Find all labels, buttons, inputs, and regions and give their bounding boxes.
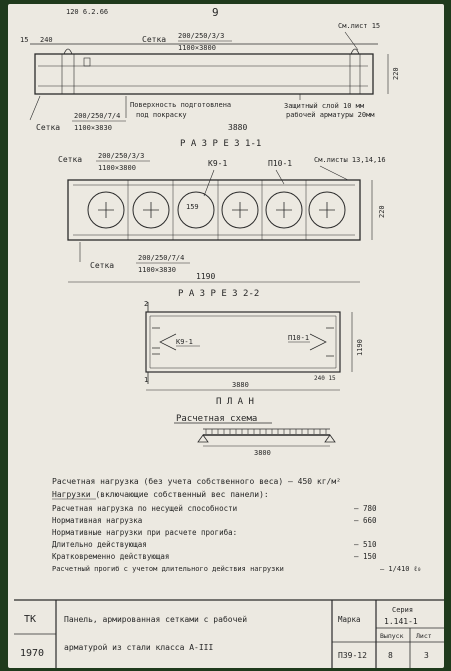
drawing-sheet (8, 4, 444, 668)
diameter-159: 159 (186, 203, 199, 211)
plan-k9-label: К9-1 (176, 338, 193, 346)
load-value-5: — 150 (354, 552, 377, 561)
cover-label-2: рабочей арматуры 20мм (286, 111, 375, 119)
mark-value: П39-12 (338, 651, 367, 660)
k9-label: К9-1 (208, 159, 227, 168)
plan-dim-small: 240 15 (314, 375, 336, 382)
mark-label: Марка (338, 615, 361, 624)
load-line-2: Нормативная нагрузка (52, 516, 142, 525)
load-value-6: — 1/410 ℓ₀ (380, 565, 421, 573)
plan-view: 2 К9-1 П10-1 1190 1 3880 240 15 П Л А Н (144, 300, 364, 407)
issue-value: 8 (388, 651, 393, 660)
description-1: Панель, армированная сетками с рабочей (64, 614, 247, 624)
mesh-top-spec-2: 200/250/3/3 (98, 152, 144, 160)
mesh-bottom-label: Сетка (36, 123, 60, 132)
year: 1970 (20, 648, 44, 659)
title-block: ТК 1970 Панель, армированная сетками с р… (14, 599, 444, 668)
loads-block: Расчетная нагрузка (без учета собственно… (52, 476, 421, 573)
mesh-top-label-2: Сетка (58, 155, 82, 164)
section-1-1: 15 240 Сетка 200/250/3/3 1100×3800 См.ли… (20, 22, 400, 149)
mesh-bottom-size: 1100×3830 (74, 124, 112, 132)
mesh-top-spec: 200/250/3/3 (178, 32, 224, 40)
mesh-bottom-spec: 200/250/7/4 (74, 112, 120, 120)
load-line-4: Длительно действующая (52, 540, 147, 549)
sheet-value: 3 (424, 651, 429, 660)
handwritten-note: 120 6.2.66 (66, 8, 108, 16)
plan-mark-2-top: 2 (144, 300, 148, 308)
scheme-dim-3800: 3800 (254, 449, 271, 457)
load-line-3: Нормативные нагрузки при расчете прогиба… (52, 528, 237, 537)
sheet-label: Лист (416, 632, 432, 640)
plan-title: П Л А Н (216, 397, 254, 407)
hollow-cores (87, 191, 346, 229)
page-number: 9 (212, 6, 219, 19)
issue-label: Выпуск (380, 632, 404, 640)
surface-label-2: под покраску (136, 111, 187, 119)
load-value-4: — 510 (354, 540, 377, 549)
sheet-ref-15: См.лист 15 (338, 22, 380, 30)
dim-15: 15 (20, 36, 28, 44)
design-load: Расчетная нагрузка (без учета собственно… (52, 476, 341, 486)
plan-dim-1190: 1190 (356, 339, 364, 356)
plan-p10-label: П10-1 (288, 334, 309, 342)
load-value-2: — 660 (354, 516, 377, 525)
cover-label-1: Защитный слой 10 мм (284, 102, 365, 110)
sheets-ref: См.листы 13,14,16 (314, 156, 386, 164)
mesh-top-size: 1100×3800 (178, 44, 216, 52)
series-value: 1.141-1 (384, 617, 418, 626)
mesh-bottom-size-2: 1100×3830 (138, 266, 176, 274)
design-scheme: Расчетная схема 3800 (174, 414, 336, 457)
load-line-6: Расчетный прогиб с учетом длительного де… (52, 565, 284, 573)
dim-220-section2: 220 (378, 205, 386, 218)
section-2-title: Р А З Р Е З 2-2 (178, 289, 259, 299)
dim-1190: 1190 (196, 272, 215, 281)
loads-header: Нагрузки (включающие собственный вес пан… (52, 489, 269, 499)
surface-label-1: Поверхность подготовлена (130, 101, 231, 109)
load-line-5: Кратковременно действующая (52, 552, 169, 561)
mesh-bottom-label-2: Сетка (90, 261, 114, 270)
description-2: арматурой из стали класса А-III (64, 643, 213, 652)
section-1-title: Р А З Р Е З 1-1 (180, 139, 261, 149)
mesh-top-size-2: 1100×3800 (98, 164, 136, 172)
section-2-2: Сетка 200/250/3/3 1100×3800 К9-1 П10-1 С… (58, 152, 386, 299)
dim-240: 240 (40, 36, 53, 44)
scheme-title: Расчетная схема (176, 414, 257, 424)
mesh-top-label: Сетка (142, 35, 166, 44)
series-label: Серия (392, 606, 413, 614)
load-line-1: Расчетная нагрузка по несущей способност… (52, 504, 237, 513)
dim-3880: 3880 (228, 123, 247, 132)
plan-mark-1: 1 (144, 376, 148, 384)
dim-220-right: 220 (392, 67, 400, 80)
load-value-1: — 780 (354, 504, 377, 513)
org-code: ТК (24, 614, 36, 625)
p10-label: П10-1 (268, 159, 292, 168)
mesh-bottom-spec-2: 200/250/7/4 (138, 254, 184, 262)
plan-dim-3880: 3880 (232, 381, 249, 389)
